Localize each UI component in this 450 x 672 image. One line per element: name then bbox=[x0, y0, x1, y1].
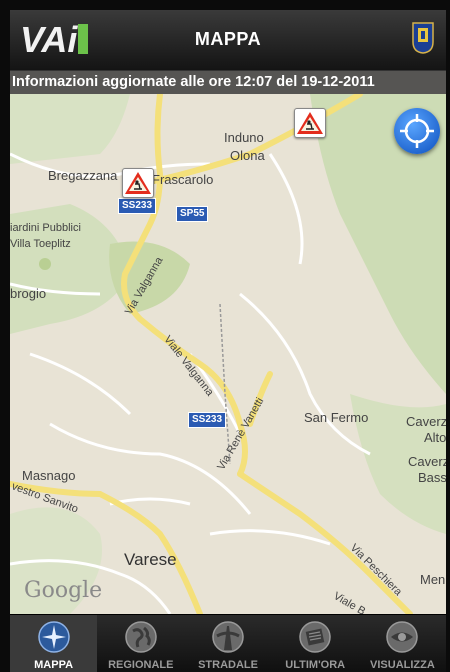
roadwork-warning-icon bbox=[297, 112, 323, 134]
compass-icon bbox=[37, 621, 70, 653]
label-menaggio: Men bbox=[420, 572, 446, 587]
road-shield-ss233-top: SS233 bbox=[118, 198, 157, 214]
label-basso: Basso bbox=[418, 470, 446, 485]
map-background bbox=[10, 94, 446, 614]
logo-text: VAi bbox=[20, 20, 78, 58]
tab-regionale[interactable]: REGIONALE bbox=[97, 615, 184, 672]
label-varese: Varese bbox=[124, 550, 177, 569]
globe-icon bbox=[125, 621, 157, 653]
label-villa: Villa Toeplitz bbox=[10, 238, 71, 250]
vai-logo-icon: VAi bbox=[20, 20, 88, 58]
app-screen: VAi MAPPA Informazioni aggiornate alle o… bbox=[10, 10, 446, 672]
tab-label: REGIONALE bbox=[108, 659, 174, 671]
location-arrows-icon bbox=[400, 114, 434, 148]
label-brogio: brogio bbox=[10, 286, 47, 301]
label-caverzio-basso-1: Caverz bbox=[408, 454, 446, 469]
roadwork-warning-icon bbox=[125, 172, 151, 194]
navigation-bar: VAi MAPPA bbox=[10, 10, 446, 71]
label-san-fermo: San Fermo bbox=[304, 410, 369, 425]
label-caverzio-alto-1: Caverz bbox=[406, 414, 446, 429]
label-induno: Induno bbox=[224, 130, 264, 145]
update-info-bar: Informazioni aggiornate alle ore 12:07 d… bbox=[10, 70, 446, 94]
tab-label: VISUALIZZA bbox=[370, 659, 435, 671]
label-bregazzana: Bregazzana bbox=[48, 168, 118, 183]
road-icon bbox=[212, 621, 244, 653]
tab-ultimora[interactable]: ULTIM'ORA bbox=[272, 615, 359, 672]
roadwork-marker-1[interactable] bbox=[294, 108, 326, 138]
locate-me-button[interactable] bbox=[394, 108, 440, 154]
google-logo: Google bbox=[24, 578, 103, 603]
label-frascarolo: Frascarolo bbox=[152, 172, 214, 187]
road-shield-ss233-mid: SS233 bbox=[188, 412, 227, 428]
eye-icon bbox=[386, 621, 419, 653]
tab-label: STRADALE bbox=[198, 659, 258, 671]
tab-label: MAPPA bbox=[34, 659, 74, 671]
label-masnago: Masnago bbox=[22, 468, 76, 483]
news-icon bbox=[299, 621, 331, 653]
label-olona: Olona bbox=[230, 148, 265, 163]
tab-visualizza[interactable]: VISUALIZZA bbox=[359, 615, 446, 672]
road-shield-sp55: SP55 bbox=[176, 206, 209, 222]
label-alto: Alto bbox=[424, 430, 446, 445]
roadwork-marker-2[interactable] bbox=[122, 168, 154, 198]
crest-icon[interactable] bbox=[412, 22, 434, 54]
tab-bar: MAPPA REGIONALE STRADALE ULTIM'ORA bbox=[10, 614, 446, 672]
tab-mappa[interactable]: MAPPA bbox=[10, 615, 98, 672]
page-title: MAPPA bbox=[194, 29, 262, 49]
map-view[interactable]: Induno Olona Bregazzana Frascarolo iardi… bbox=[10, 94, 446, 618]
tab-label: ULTIM'ORA bbox=[285, 659, 346, 671]
label-giardini: iardini Pubblici bbox=[10, 222, 81, 234]
tab-stradale[interactable]: STRADALE bbox=[184, 615, 271, 672]
